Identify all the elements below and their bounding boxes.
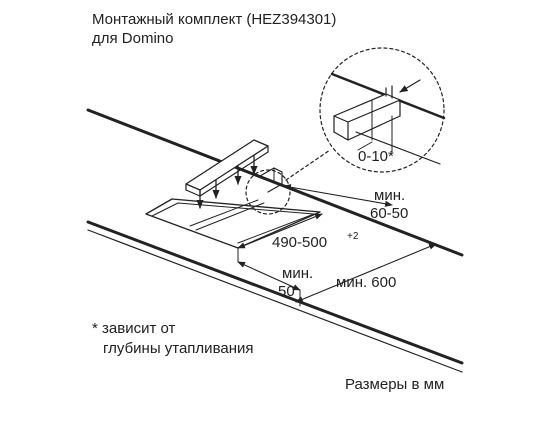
detail-leader <box>285 149 331 181</box>
dimension-line-50 <box>237 261 301 291</box>
cutout-outline <box>145 198 321 249</box>
diagram-title-line-1: Монтажный комплект (HEZ394301) <box>92 11 337 28</box>
depth-min-label: мин. <box>374 187 405 204</box>
cutout-tolerance-label: +2 <box>347 231 359 242</box>
footnote-line-1: * зависит от <box>92 320 176 337</box>
worktop-front-lower-edge <box>87 229 463 373</box>
dimension-line-490-500 <box>237 213 323 249</box>
worktop-drawing <box>86 47 464 373</box>
side-value-label: 50 <box>278 283 295 300</box>
side-min-label: мин. <box>282 265 313 282</box>
clearance-label: 0-10* <box>358 148 394 165</box>
cutout-width-label: 490-500 <box>272 234 327 251</box>
dimension-line-600 <box>295 243 437 303</box>
front-distance-label: мин. 600 <box>336 274 396 291</box>
mounting-rail <box>185 139 269 191</box>
worktop-front-edge <box>86 220 464 365</box>
dimension-line-60-50 <box>283 184 393 207</box>
detail-view-circle <box>319 47 445 173</box>
worktop-back-edge <box>86 108 464 257</box>
diagram-title-line-2: для Domino <box>92 30 174 47</box>
depth-value-label: 60-50 <box>370 205 408 222</box>
footnote-line-2: глубины утапливания <box>103 340 254 357</box>
units-note: Размеры в мм <box>345 376 445 393</box>
